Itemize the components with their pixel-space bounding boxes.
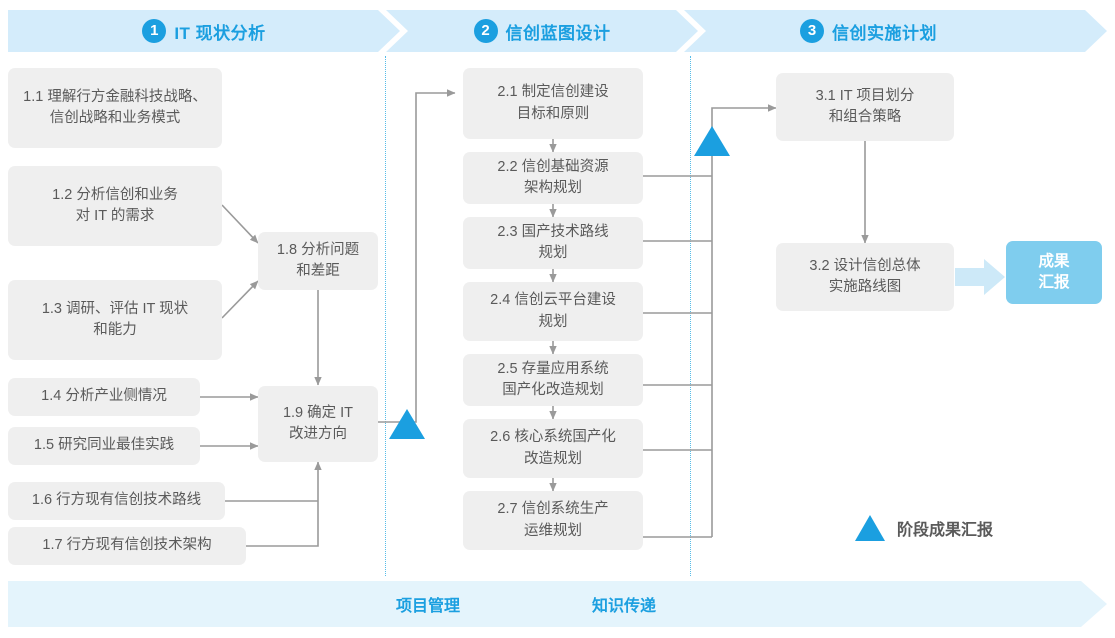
stage-separator-2-3 (690, 56, 691, 576)
legend-milestone-label: 阶段成果汇报 (897, 522, 994, 539)
process-box-2-4[interactable]: 2.4 信创云平台建设 规划 (463, 282, 643, 341)
process-box-1-1[interactable]: 1.1 理解行方金融科技战略、 信创战略和业务模式 (8, 68, 222, 148)
process-box-1-4[interactable]: 1.4 分析产业侧情况 (8, 378, 200, 416)
stage-header-1[interactable]: 1 IT 现状分析 (8, 10, 400, 52)
stage-1-title: IT 现状分析 (174, 23, 266, 43)
result-badge[interactable]: 成果 汇报 (1006, 241, 1102, 304)
stage-2-title: 信创蓝图设计 (505, 23, 611, 43)
stage-header-2-shape (386, 10, 698, 52)
process-box-1-3[interactable]: 1.3 调研、评估 IT 现状 和能力 (8, 280, 222, 360)
process-box-2-1[interactable]: 2.1 制定信创建设 目标和原则 (463, 68, 643, 139)
process-box-3-1[interactable]: 3.1 IT 项目划分 和组合策略 (776, 73, 954, 141)
footer-label-knowledge-transfer: 知识传递 (592, 598, 657, 615)
process-box-1-8[interactable]: 1.8 分析问题 和差距 (258, 232, 378, 290)
milestone-triangle-stage1 (389, 409, 425, 439)
stage-3-number: 3 (800, 19, 824, 43)
footer-label-project-management: 项目管理 (396, 598, 461, 615)
process-box-1-7[interactable]: 1.7 行方现有信创技术架构 (8, 527, 246, 565)
stage-header-2[interactable]: 2 信创蓝图设计 (386, 10, 698, 52)
process-box-2-6[interactable]: 2.6 核心系统国产化 改造规划 (463, 419, 643, 478)
process-box-2-3[interactable]: 2.3 国产技术路线 规划 (463, 217, 643, 269)
process-box-1-2[interactable]: 1.2 分析信创和业务 对 IT 的需求 (8, 166, 222, 246)
process-box-1-5[interactable]: 1.5 研究同业最佳实践 (8, 427, 200, 465)
result-arrow (955, 259, 1005, 295)
stage-3-title: 信创实施计划 (832, 23, 937, 43)
legend: 阶段成果汇报 (855, 515, 993, 541)
stage-2-number: 2 (473, 19, 498, 43)
process-box-2-5[interactable]: 2.5 存量应用系统 国产化改造规划 (463, 354, 643, 406)
milestone-triangle-icon (855, 515, 885, 541)
stage-header-3[interactable]: 3 信创实施计划 (684, 10, 1107, 52)
process-box-1-6[interactable]: 1.6 行方现有信创技术路线 (8, 482, 225, 520)
process-box-1-9[interactable]: 1.9 确定 IT 改进方向 (258, 386, 378, 462)
process-box-3-2[interactable]: 3.2 设计信创总体 实施路线图 (776, 243, 954, 311)
milestone-triangle-stage2 (694, 126, 730, 156)
stage-header-3-shape (684, 10, 1107, 52)
footer-band (8, 581, 1107, 627)
stage-1-number: 1 (142, 19, 167, 43)
stage-separator-1-2 (385, 56, 386, 576)
process-box-2-7[interactable]: 2.7 信创系统生产 运维规划 (463, 491, 643, 550)
stage-header-1-shape (8, 10, 400, 52)
process-box-2-2[interactable]: 2.2 信创基础资源 架构规划 (463, 152, 643, 204)
